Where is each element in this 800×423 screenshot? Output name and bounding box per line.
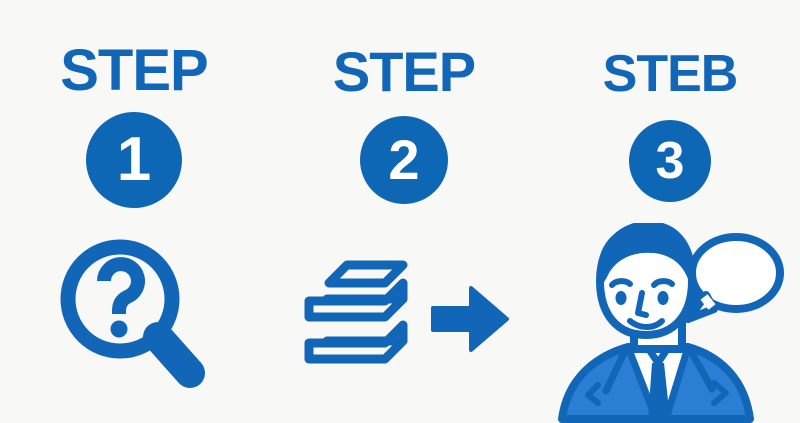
person-speaking-icon <box>554 223 786 423</box>
step-label-2: STEP <box>332 40 476 103</box>
step-column-3: STEB 3 <box>540 0 800 423</box>
step-icon-container-1 <box>54 212 214 423</box>
step-number-2: 2 <box>388 128 420 191</box>
step-column-2: STEP 2 <box>268 0 540 423</box>
step-number-badge-3: 3 <box>629 120 711 202</box>
step-label-3: STEB <box>602 45 739 103</box>
step-icon-container-3 <box>554 202 786 423</box>
step-number-1: 1 <box>116 125 152 194</box>
stacked-sheets-icon <box>299 255 417 383</box>
step-label-1: STEP <box>60 38 208 103</box>
step-number-badge-2: 2 <box>360 116 448 204</box>
step-number-badge-1: 1 <box>86 112 182 208</box>
step-icon-container-2 <box>299 214 509 423</box>
magnifying-glass-question-icon <box>54 233 214 403</box>
arrow-right-icon <box>431 280 509 358</box>
step-column-1: STEP 1 <box>0 0 268 423</box>
speech-bubble-icon <box>684 233 784 323</box>
step-number-3: 3 <box>655 132 685 190</box>
